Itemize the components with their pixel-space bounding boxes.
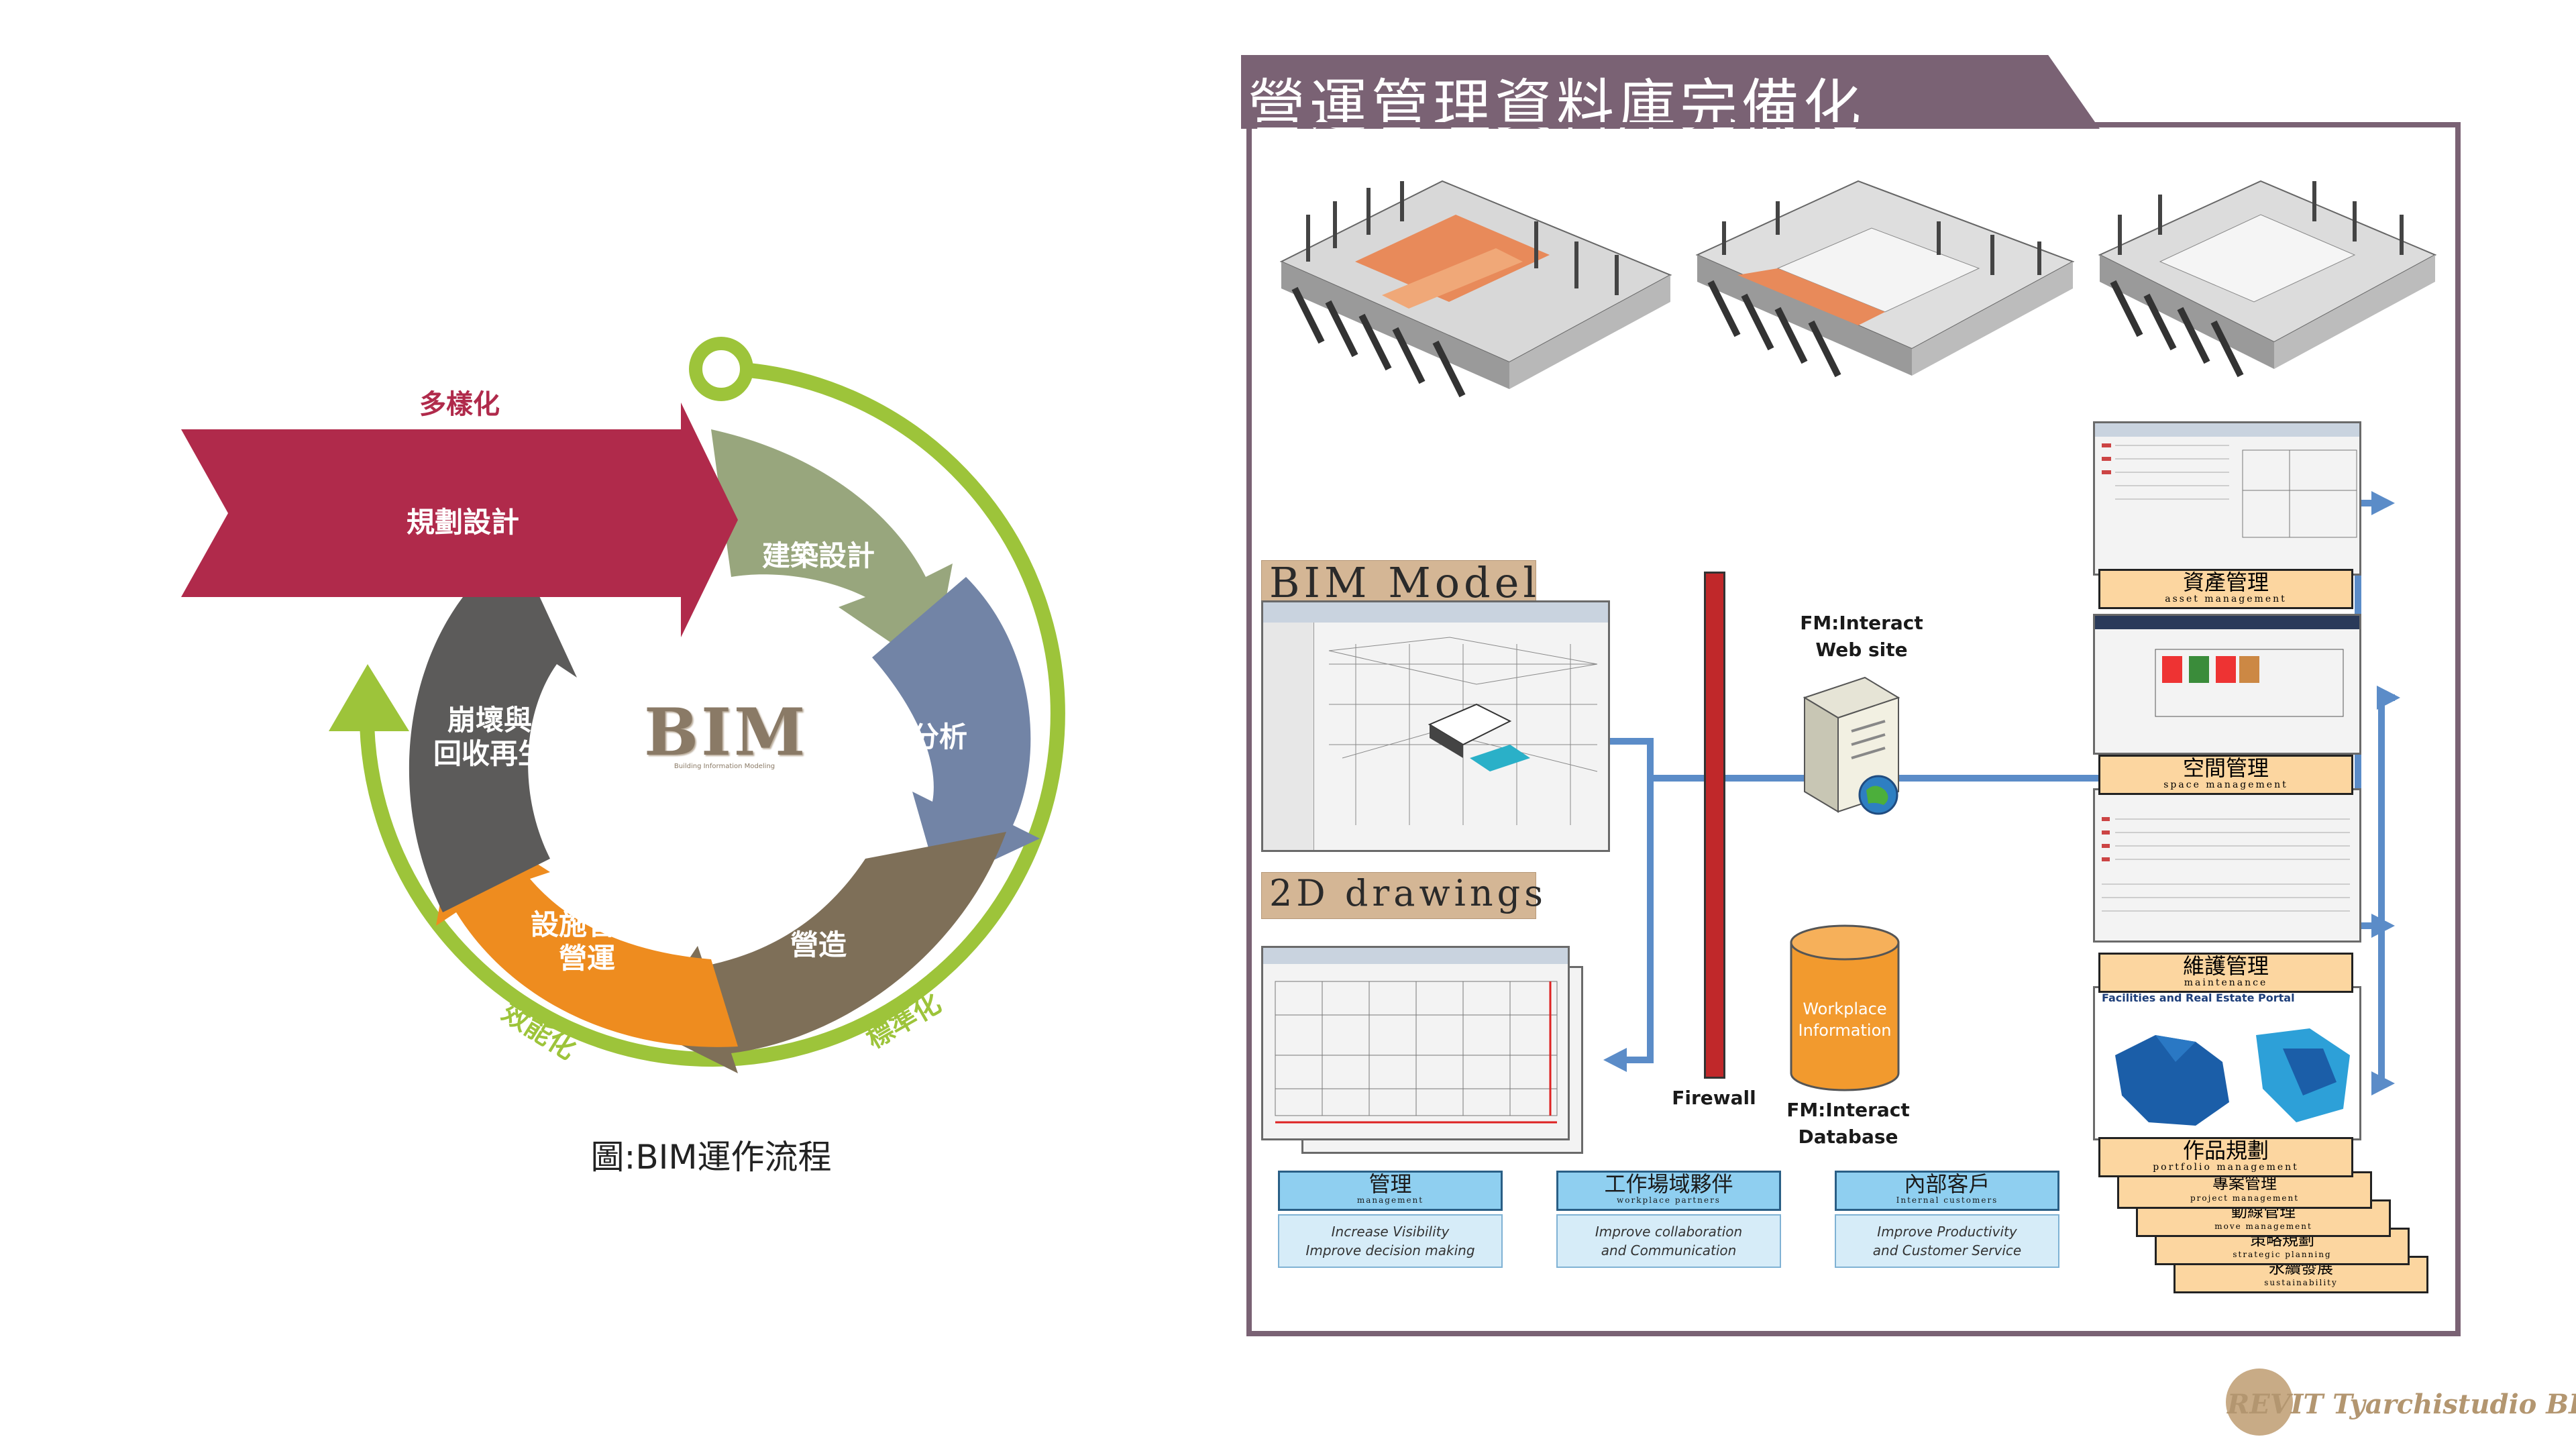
top-label-diversification: 多樣化	[419, 389, 500, 420]
database-icon	[1790, 924, 1900, 1091]
sustainability-en: sustainability	[2264, 1278, 2338, 1287]
space-management-label: 空間管理 space management	[2098, 755, 2353, 795]
move-management-en: move management	[2214, 1222, 2312, 1231]
bim-logo-subtitle: Building Information Modeling	[674, 763, 775, 770]
maintenance-zh: 維護管理	[2182, 953, 2269, 979]
internal-customers-zh: 內部客戶	[1904, 1171, 1990, 1197]
drawings-label: 2D drawings	[1269, 872, 1547, 914]
panel-title: 營運管理資料庫完備化	[1248, 73, 1865, 140]
server-icon	[1803, 676, 1900, 815]
space-management-zh: 空間管理	[2182, 755, 2269, 781]
internal-customers-box-body: Improve Productivity and Customer Servic…	[1835, 1214, 2059, 1268]
space-management-en: space management	[2163, 780, 2288, 790]
drawings-screenshot-front	[1261, 946, 1570, 1140]
stage-facility-line2: 營運	[558, 942, 615, 975]
stage-facility-line1: 設施管理	[530, 908, 643, 941]
firewall-bar	[1704, 572, 1725, 1079]
firewall-label: Firewall	[1672, 1087, 1756, 1109]
workplace-partners-zh: 工作場域夥伴	[1604, 1171, 1733, 1197]
bim-model-screenshot	[1261, 600, 1610, 852]
asset-management-zh: 資產管理	[2182, 570, 2269, 595]
architecture-arrow	[711, 429, 953, 671]
internal-customers-en: Internal customers	[1896, 1195, 1998, 1205]
stage-analysis: 分析	[910, 720, 967, 753]
stage-construction: 營造	[790, 928, 847, 961]
asset-management-screenshot	[2093, 421, 2361, 576]
workplace-info-line1: Workplace	[1803, 1000, 1887, 1018]
panel-title-bar	[1241, 55, 2100, 129]
building-models-row	[1279, 180, 2437, 398]
portal-title: Facilities and Real Estate Portal	[2102, 991, 2295, 1004]
internal-customers-line2: and Customer Service	[1872, 1242, 2022, 1258]
workplace-partners-line2: and Communication	[1601, 1242, 1737, 1258]
outer-ring-arc	[359, 362, 1065, 1067]
maintenance-label: 維護管理 maintenance	[2098, 953, 2353, 993]
building-model-2	[1695, 180, 2075, 378]
drawings-label-bg	[1261, 872, 1536, 919]
web-site-label-line2: Web site	[1815, 639, 1908, 661]
stack-label-project-management: 專案管理 project management	[2117, 1171, 2372, 1209]
bim-logo: BIM	[644, 694, 808, 770]
outer-ring-start-dot	[689, 337, 753, 401]
database-label-line1: FM:Interact	[1786, 1099, 1910, 1121]
stage-demolition-line1: 崩壞與	[447, 704, 532, 737]
asset-management-en: asset management	[2165, 594, 2287, 604]
strategic-planning-en: strategic planning	[2233, 1250, 2332, 1259]
building-model-1	[1279, 180, 1672, 398]
construction-arrow	[644, 832, 1006, 1073]
maintenance-screenshot	[2093, 788, 2361, 943]
workplace-info-line2: Information	[1798, 1021, 1892, 1040]
workplace-partners-en: workplace partners	[1617, 1195, 1721, 1205]
portfolio-management-en: portfolio management	[2153, 1162, 2299, 1173]
portal-screenshot: Facilities and Real Estate Portal	[2093, 986, 2361, 1140]
internal-customers-line1: Improve Productivity	[1877, 1224, 2017, 1240]
planning-arrow	[181, 402, 738, 637]
outer-ring-arrowhead	[329, 664, 409, 731]
web-site-label-line1: FM:Interact	[1800, 612, 1923, 634]
figure-caption: 圖:BIM運作流程	[590, 1138, 832, 1177]
building-model-3	[2098, 180, 2437, 378]
stage-planning: 規劃設計	[406, 506, 519, 539]
workplace-partners-box-body: Improve collaboration and Communication	[1556, 1214, 1781, 1268]
watermark-text: REVIT Tyarchistudio BIM	[2227, 1389, 2576, 1420]
project-management-en: project management	[2190, 1193, 2300, 1203]
management-en: management	[1356, 1195, 1424, 1205]
watermark-logo	[2226, 1368, 2293, 1436]
maintenance-en: maintenance	[2184, 977, 2268, 988]
workplace-partners-line1: Improve collaboration	[1595, 1224, 1743, 1240]
workplace-partners-box-header: 工作場域夥伴 workplace partners	[1556, 1171, 1781, 1211]
stage-demolition-line2: 回收再生	[433, 737, 546, 770]
bim-cycle-diagram	[181, 337, 1065, 1073]
management-zh: 管理	[1368, 1171, 1412, 1197]
analysis-arrow	[872, 577, 1040, 885]
panel-frame	[1246, 122, 2461, 1336]
database-label-line2: Database	[1798, 1126, 1898, 1148]
bim-model-label: BIM Model	[1269, 558, 1541, 607]
portfolio-management-label: 作品規劃 portfolio management	[2098, 1137, 2353, 1177]
space-management-screenshot	[2093, 614, 2361, 755]
management-box-body: Increase Visibility Improve decision mak…	[1278, 1214, 1503, 1268]
management-box-header: 管理 management	[1278, 1171, 1503, 1211]
portfolio-management-zh: 作品規劃	[2182, 1138, 2269, 1163]
internal-customers-box-header: 內部客戶 Internal customers	[1835, 1171, 2059, 1211]
asset-management-label: 資產管理 asset management	[2098, 569, 2353, 609]
management-line1: Increase Visibility	[1331, 1224, 1450, 1240]
management-line2: Improve decision making	[1305, 1242, 1475, 1258]
stage-architecture: 建築設計	[761, 539, 875, 572]
demolition-arrow	[409, 584, 577, 912]
